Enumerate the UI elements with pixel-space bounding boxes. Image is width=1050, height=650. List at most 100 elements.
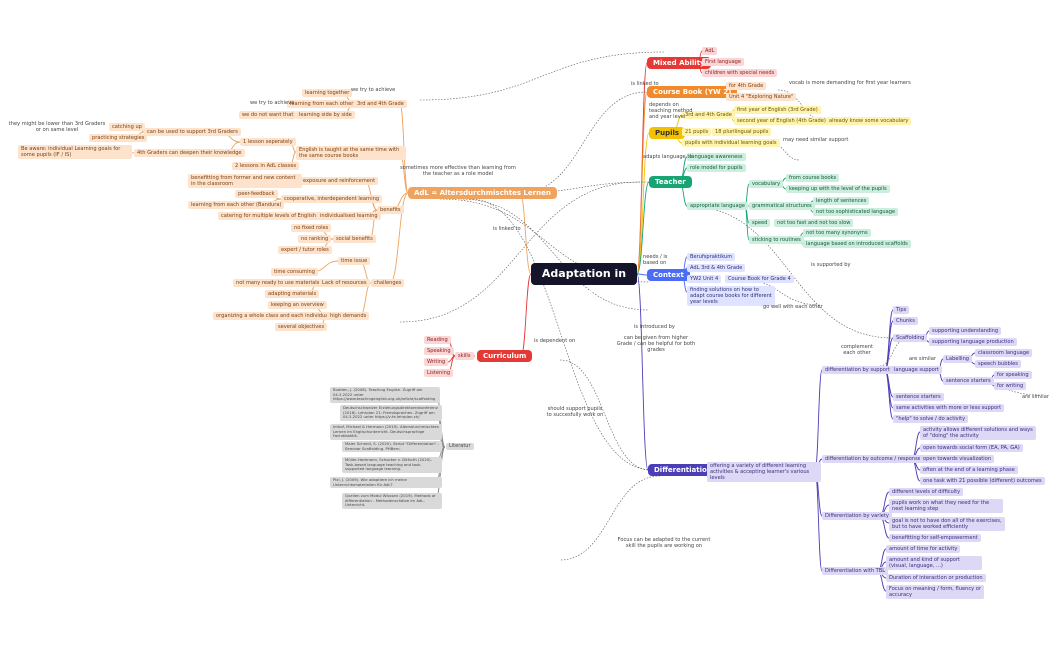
node-overview[interactable]: keeping an overview [268, 301, 327, 309]
node-for-4th-grade[interactable]: for 4th Grade [726, 82, 767, 90]
node-classroom-language[interactable]: classroom language [975, 349, 1033, 357]
hub-differentiation[interactable]: Differentiation [648, 464, 718, 476]
hub-mixed-ability[interactable]: Mixed Ability [647, 57, 711, 69]
node-reading[interactable]: Reading [424, 336, 451, 344]
node-adapting[interactable]: adapting materials [265, 290, 320, 298]
hub-course-book[interactable]: Course Book (YW 2) [647, 86, 738, 98]
node-plurilingual[interactable]: 18 plurilingual pupils [712, 128, 772, 136]
node-for-speaking[interactable]: for speaking [994, 371, 1032, 379]
node-individual-goals[interactable]: pupils with individual learning goals [682, 139, 780, 147]
node-peer-feedback[interactable]: peer-feedback [235, 190, 278, 198]
hub-context[interactable]: Context [647, 269, 690, 281]
node-adl-grade[interactable]: 3rd and 4th Grade [354, 100, 407, 108]
node-catering[interactable]: catering for multiple levels of English [218, 212, 319, 220]
node-social-form[interactable]: open towards social form (EA, PA, GA) [920, 444, 1023, 452]
node-objectives[interactable]: several objectives [275, 323, 328, 331]
node-help-solve[interactable]: "help" to solve / do activity [893, 415, 969, 423]
node-sentence-starters-b[interactable]: sentence starters [893, 393, 944, 401]
node-speaking[interactable]: Speaking [424, 347, 454, 355]
node-focus-meaning[interactable]: Focus on meaning / form, fluency or accu… [886, 585, 984, 599]
node-self-empowerment[interactable]: benefitting for self-empowerment [889, 534, 981, 542]
node-supp-production[interactable]: supporting language production [929, 338, 1017, 346]
node-amount-time[interactable]: amount of time for activity [886, 545, 961, 553]
node-mixed-adl[interactable]: AdL [702, 47, 718, 55]
node-visualization[interactable]: open towards visualization [920, 455, 995, 463]
node-duration[interactable]: Duration of interaction or production [886, 574, 986, 582]
node-chunks[interactable]: Chunks [893, 317, 918, 325]
node-organizing[interactable]: organizing a whole class and each indivi… [213, 312, 333, 320]
node-level-pupils[interactable]: keeping up with the level of the pupils [786, 185, 890, 193]
node-challenges[interactable]: challenges [371, 279, 405, 287]
node-bandura[interactable]: learning from each other (Bandura) [188, 201, 285, 209]
node-listening[interactable]: Listening [424, 369, 454, 377]
node-literatur[interactable]: Literatur [446, 443, 474, 450]
node-dont-want[interactable]: we do not want that [239, 111, 297, 119]
node-speed[interactable]: speed [749, 219, 771, 227]
node-language-awareness[interactable]: language awareness [687, 153, 746, 161]
node-not-ready[interactable]: not many ready to use materials [233, 279, 323, 287]
node-exposure[interactable]: exposure and reinforcement [300, 177, 379, 185]
node-diff-outcome[interactable]: differentiation by outcome / response [822, 455, 924, 463]
node-21-pupils[interactable]: 21 pupils [682, 128, 712, 136]
node-unit4[interactable]: Unit 4 "Exploring Nature" [726, 93, 797, 101]
node-supp-understanding[interactable]: supporting understanding [929, 327, 1002, 335]
node-end-phase[interactable]: often at the end of a learning phase [920, 466, 1018, 474]
node-berufspraktikum[interactable]: Berufspraktikum [687, 253, 736, 261]
node-diff-levels[interactable]: different levels of difficulty [889, 488, 964, 496]
node-2-lessons[interactable]: 2 lessons in AdL classes [232, 162, 300, 170]
node-cooperative[interactable]: cooperative, interdependent learning [281, 195, 383, 203]
node-grammatical[interactable]: grammatical structures [749, 202, 815, 210]
node-support-3rd[interactable]: can be used to support 3rd Graders [144, 128, 241, 136]
node-taught-same-time[interactable]: English is taught at the same time with … [296, 146, 406, 160]
node-pupils-work[interactable]: pupils work on what they need for the ne… [889, 499, 1003, 513]
node-diff-tbl[interactable]: Differentiation with TBL [822, 567, 889, 575]
node-appropriate-language[interactable]: appropriate language [687, 202, 749, 210]
node-length-sentences[interactable]: length of sentences [813, 197, 870, 205]
node-from-course-books[interactable]: from course books [786, 174, 840, 182]
node-catching-up[interactable]: catching up [109, 123, 145, 131]
node-allows-solutions[interactable]: activity allows different solutions and … [920, 426, 1036, 440]
node-special-needs[interactable]: children with special needs [702, 69, 778, 77]
node-not-too-fast[interactable]: not too fast and not too slow [774, 219, 854, 227]
node-based-scaffolds[interactable]: language based on introduced scaffolds [803, 240, 911, 248]
node-not-sophisticated[interactable]: not too sophisticated language [813, 208, 899, 216]
node-routines[interactable]: sticking to routines [749, 236, 804, 244]
node-for-writing[interactable]: for writing [994, 382, 1027, 390]
node-language-support[interactable]: language support [891, 366, 942, 374]
node-no-fixed-roles[interactable]: no fixed roles [291, 224, 332, 232]
hub-pupils[interactable]: Pupils [649, 127, 686, 139]
node-tips[interactable]: Tips [893, 306, 910, 314]
node-one-task[interactable]: one task with 21 possible (different) ou… [920, 477, 1045, 485]
node-first-year[interactable]: first year of English (3rd Grade) [734, 106, 821, 114]
node-practicing[interactable]: practicing strategies [89, 134, 148, 142]
node-labelling[interactable]: Labelling [943, 355, 973, 363]
node-offering-variety[interactable]: offering a variety of different learning… [707, 462, 821, 482]
node-writing[interactable]: Writing [424, 358, 449, 366]
node-1-lesson[interactable]: 1 lesson seperately [240, 138, 296, 146]
node-time-consuming[interactable]: time consuming [271, 268, 318, 276]
node-expert-tutor[interactable]: expert / tutor roles [278, 246, 332, 254]
node-speech-bubbles[interactable]: speech bubbles [975, 360, 1021, 368]
node-individualised[interactable]: individualised learning [317, 212, 381, 220]
node-vocabulary[interactable]: vocabulary [749, 180, 784, 188]
node-adl-3rd-4th[interactable]: AdL 3rd & 4th Grade [687, 264, 746, 272]
node-lack-resources[interactable]: Lack of resources [319, 279, 370, 287]
hub-curriculum[interactable]: Curriculum [477, 350, 533, 362]
node-role-model[interactable]: role model for pupils [687, 164, 746, 172]
node-same-activities[interactable]: same activities with more or less suppor… [893, 404, 1005, 412]
central-topic[interactable]: Adaptation in AdL [531, 263, 637, 302]
node-diff-variety[interactable]: Differentiation by variety [822, 512, 892, 520]
node-time-issue[interactable]: time issue [338, 257, 371, 265]
node-learning-side[interactable]: learning side by side [296, 111, 355, 119]
node-skills[interactable]: skills [455, 352, 474, 360]
node-diff-support[interactable]: differentiation by support [822, 366, 893, 374]
node-sentence-starters-a[interactable]: sentence starters [943, 377, 994, 385]
node-amount-support[interactable]: amount and kind of support (visual, lang… [886, 556, 982, 570]
node-learning-each-other[interactable]: learning from each other [287, 100, 357, 108]
node-benefitting-former[interactable]: benefitting from former and new content … [188, 174, 302, 188]
node-be-aware[interactable]: Be aware: individual Learning goals for … [18, 145, 132, 159]
hub-teacher[interactable]: Teacher [649, 176, 692, 188]
node-no-ranking[interactable]: no ranking [298, 235, 332, 243]
node-synonyms[interactable]: not too many synonyms [803, 229, 871, 237]
node-first-language[interactable]: First language [702, 58, 745, 66]
